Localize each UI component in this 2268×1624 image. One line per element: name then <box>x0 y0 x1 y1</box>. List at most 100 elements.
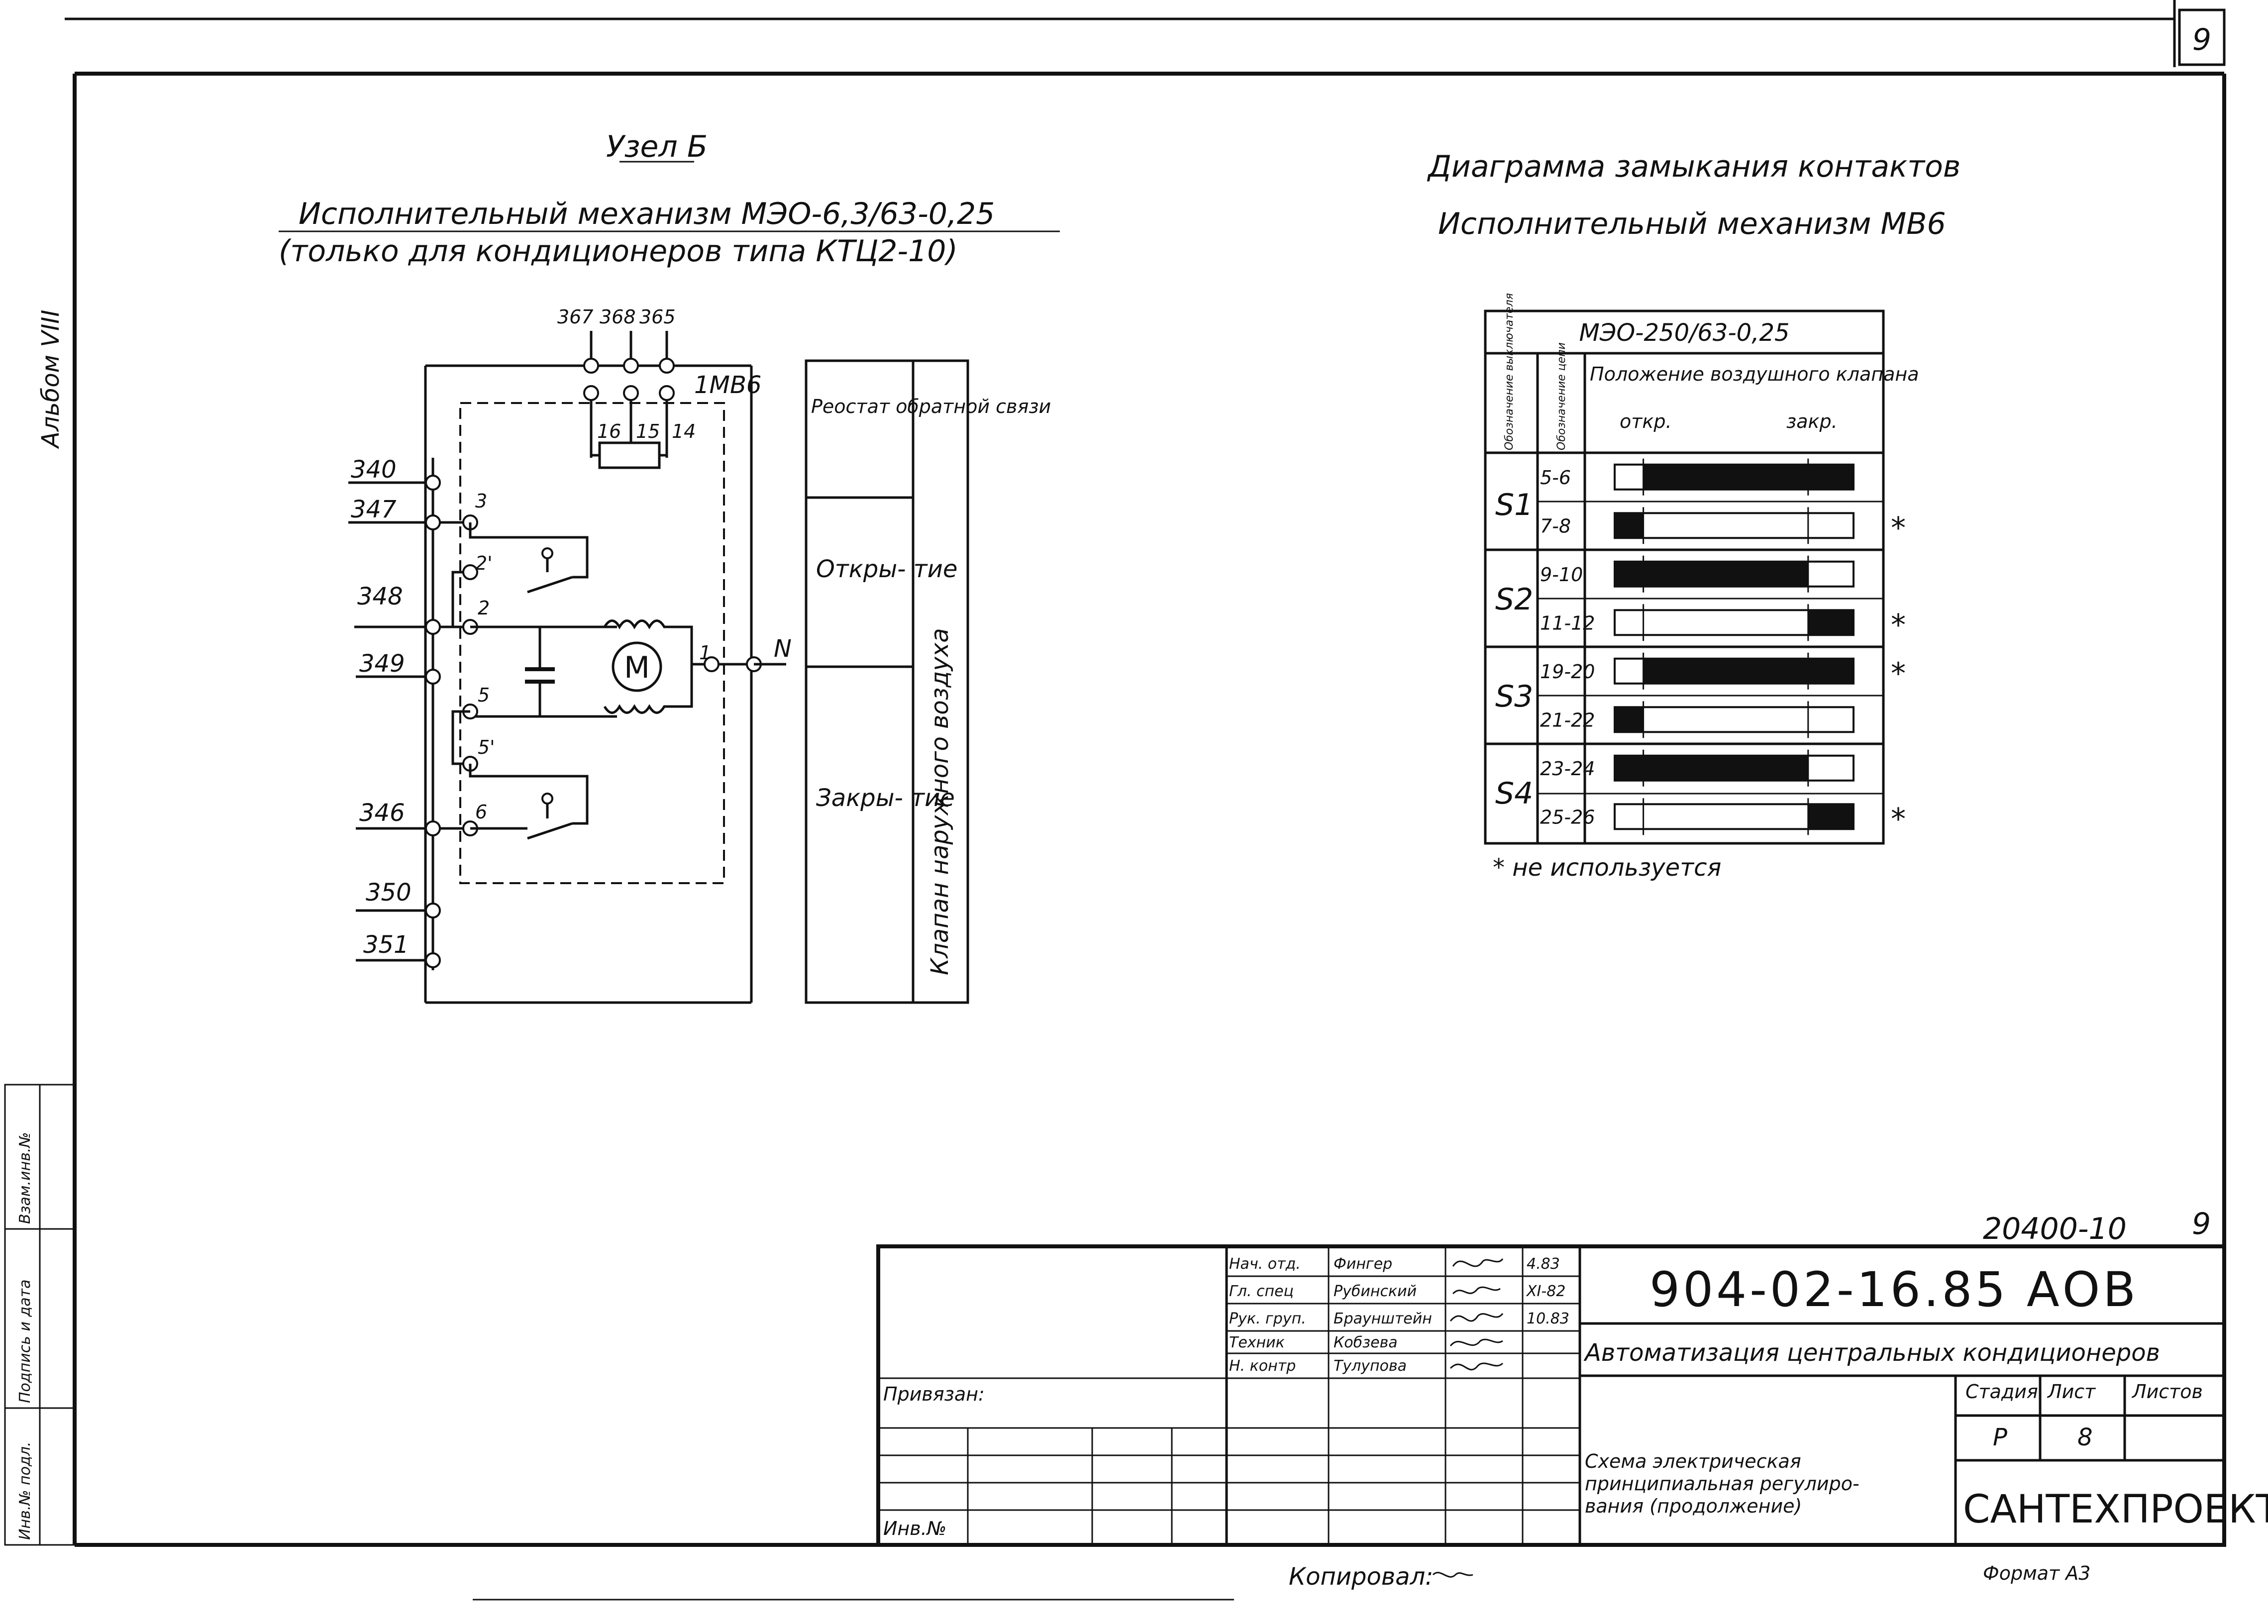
sheet-title-line-1: Схема электрическая <box>1585 1450 1801 1472</box>
terminal-365: 365 <box>639 306 676 328</box>
actuator-subtitle: Исполнительный механизм МЭО-6,3/63-0,25 <box>299 197 995 231</box>
left-stamp: Взам.инв.№ Подпись и дата Инв.№ подл. <box>4 1084 76 1546</box>
diagram-title: Диаграмма замыкания контактов <box>1427 149 1960 184</box>
album-label: Альбом VIII <box>37 309 65 449</box>
contact-2prime: 2' <box>475 552 493 574</box>
contact-closed-segment <box>1808 804 1854 829</box>
legend-opening: Откры- тие <box>816 555 957 583</box>
terminal-347: 347 <box>351 496 397 523</box>
date-1: XI-82 <box>1526 1283 1565 1300</box>
linked-label: Привязан: <box>883 1383 985 1405</box>
legend-rheostat: Реостат обратной связи <box>811 396 1051 417</box>
copier-signature <box>1432 1572 1473 1578</box>
sheet-title-line-2: принципиальная регулиро- <box>1585 1473 1859 1495</box>
stamp-col-replace: Взам.инв.№ <box>16 1132 34 1224</box>
role-2: Рук. груп. <box>1229 1310 1306 1327</box>
contact-closed-segment <box>1615 561 1808 587</box>
contact-5prime: 5' <box>478 736 495 758</box>
circuit-label: 9-10 <box>1540 564 1583 586</box>
switch-s2: S2 <box>1495 582 1533 617</box>
node-b-schematic: Узел Б Исполнительный механизм МЭО-6,3/6… <box>279 129 1060 1004</box>
header-position: Положение воздушного клапана <box>1590 363 1919 385</box>
pot-terminal-16: 16 <box>597 420 621 442</box>
contact-bar-frame <box>1614 706 1855 733</box>
circuit-label: 5-6 <box>1540 467 1571 489</box>
signature-3 <box>1449 1338 1503 1347</box>
contact-closed-segment <box>1615 513 1644 538</box>
not-used-star: * <box>1891 510 1906 545</box>
role-4: Н. контр <box>1229 1357 1296 1375</box>
contact-2: 2 <box>478 597 490 619</box>
title-block: 20400-10 9 Привязан: Инв.№ Нач. отд. Гл.… <box>876 1207 2268 1591</box>
not-used-star: * <box>1891 802 1906 836</box>
signature-1 <box>1452 1286 1501 1295</box>
table-title: МЭО-250/63-0,25 <box>1579 319 1789 347</box>
format-label: Формат А3 <box>1983 1562 2090 1584</box>
switch-s4: S4 <box>1495 776 1533 811</box>
contact-bar-frame <box>1614 512 1855 539</box>
name-1: Рубинский <box>1334 1283 1417 1300</box>
terminal-346: 346 <box>359 799 405 827</box>
contact-6: 6 <box>475 801 487 823</box>
name-4: Тулупова <box>1334 1357 1407 1375</box>
name-0: Фингер <box>1334 1255 1392 1273</box>
contact-closed-segment <box>1643 658 1854 684</box>
signature-4 <box>1449 1362 1504 1371</box>
sheets-label: Листов <box>2131 1381 2203 1403</box>
sheet-label: Лист <box>2047 1381 2096 1403</box>
circuit-label: 21-22 <box>1540 709 1595 731</box>
role-0: Нач. отд. <box>1229 1255 1301 1273</box>
drawing-number-top: 20400-10 <box>1983 1212 2127 1246</box>
organization: САНТЕХПРОЕКТ <box>1963 1487 2268 1532</box>
terminal-340: 340 <box>351 456 397 484</box>
legend-closing: Закры- тие <box>816 784 955 812</box>
motor-symbol: М <box>624 650 650 685</box>
conditioner-note: (только для кондиционеров типа КТЦ2-10) <box>279 234 958 269</box>
legend-valve-vertical: Клапан наружного воздуха <box>926 628 954 975</box>
header-close: закр. <box>1786 410 1838 432</box>
signature-0 <box>1452 1258 1504 1267</box>
project-title: Автоматизация центральных кондиционеров <box>1583 1339 2160 1367</box>
stage-value: Р <box>1993 1423 2007 1451</box>
header-open: откр. <box>1620 410 1672 432</box>
stamp-col-sign-date: Подпись и дата <box>16 1280 34 1404</box>
header-switch: Обозначение выключателя <box>1503 293 1516 450</box>
header-circuit: Обозначение цепи <box>1555 342 1568 450</box>
node-title: Узел Б <box>606 129 708 164</box>
terminal-367: 367 <box>557 306 594 328</box>
circuit-label: 25-26 <box>1540 806 1595 828</box>
name-3: Кобзева <box>1334 1334 1398 1351</box>
stage-label: Стадия <box>1965 1381 2038 1403</box>
page-number-alt: 9 <box>2192 1207 2211 1241</box>
terminal-349: 349 <box>359 650 405 678</box>
circuit-label: 19-20 <box>1540 661 1595 683</box>
device-label: 1МВ6 <box>694 371 761 399</box>
not-used-star: * <box>1891 608 1906 642</box>
date-2: 10.83 <box>1527 1310 1569 1327</box>
terminal-368: 368 <box>600 306 636 328</box>
terminal-350: 350 <box>366 879 412 907</box>
not-used-star: * <box>1891 656 1906 691</box>
date-0: 4.83 <box>1527 1255 1560 1273</box>
contact-3: 3 <box>475 490 487 512</box>
page-number-box: 9 <box>2178 8 2226 66</box>
circuit-label: 11-12 <box>1540 612 1595 634</box>
page-number: 9 <box>2192 22 2211 57</box>
role-3: Техник <box>1229 1334 1285 1351</box>
sheet-value: 8 <box>2077 1423 2093 1451</box>
not-used-note: * не используется <box>1493 854 1721 882</box>
contact-5: 5 <box>478 684 490 706</box>
contact-closure-diagram: Диаграмма замыкания контактов Исполнител… <box>1427 149 1960 882</box>
copied-by: Копировал: <box>1289 1563 1433 1591</box>
stamp-col-inv: Инв.№ подл. <box>16 1442 34 1540</box>
contact-closed-segment <box>1643 464 1854 490</box>
drawing-code: 904-02-16.85 АОВ <box>1649 1262 2139 1318</box>
circuit-label: 7-8 <box>1540 515 1571 537</box>
contact-1: 1 <box>699 642 711 664</box>
contact-closed-segment <box>1808 610 1854 635</box>
contact-closed-segment <box>1615 707 1644 732</box>
neutral-label: N <box>774 635 792 663</box>
pot-terminal-14: 14 <box>672 420 696 442</box>
